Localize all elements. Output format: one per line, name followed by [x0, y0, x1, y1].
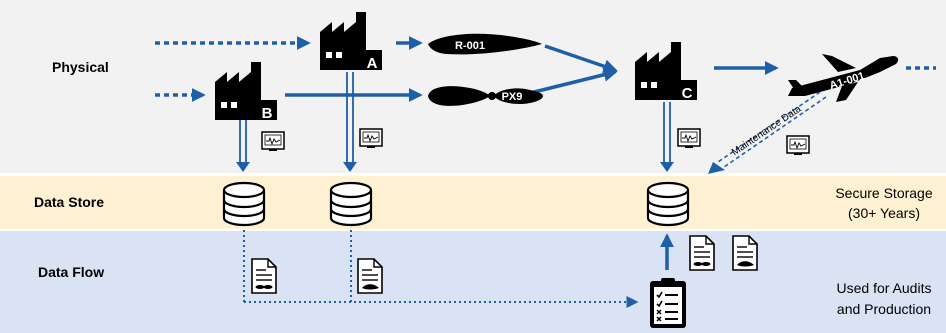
data-flow-lines: [243, 230, 674, 308]
document-propeller-icon: [689, 235, 715, 271]
blade-part-label: R-001: [455, 40, 485, 52]
blade-part-icon: [428, 33, 542, 55]
document-propeller-icon: [251, 258, 277, 294]
physical-label: Physical: [52, 59, 109, 75]
database-c-icon: [646, 181, 690, 227]
data-store-band: [0, 176, 946, 229]
maintenance-data-arrow: [708, 91, 827, 174]
data-capture-arrows: [236, 72, 674, 172]
monitor-icon: [261, 131, 285, 152]
factory-c-label: C: [682, 85, 693, 102]
data-store-label: Data Store: [34, 194, 104, 210]
storage-note-line1: Secure Storage: [835, 185, 932, 201]
database-b-icon: [222, 181, 266, 227]
audit-checklist-icon: [650, 278, 686, 328]
factory-b-label: B: [262, 105, 273, 122]
document-blade-icon: [357, 258, 383, 294]
usage-note-line2: and Production: [837, 301, 931, 317]
monitor-icon: [786, 135, 810, 156]
database-a-icon: [329, 181, 373, 227]
monitor-icon: [359, 128, 383, 149]
data-flow-label: Data Flow: [38, 264, 104, 280]
factory-b-icon: [215, 62, 277, 120]
factory-c-icon: [635, 42, 697, 100]
document-blade-icon: [732, 235, 758, 271]
aircraft-icon: [788, 54, 899, 102]
storage-note-line2: (30+ Years): [848, 205, 920, 221]
factory-a-icon: [320, 12, 382, 70]
data-flow-band: [0, 231, 946, 333]
usage-note-line1: Used for Audits: [837, 280, 932, 296]
propeller-part-icon: [428, 86, 543, 106]
monitor-icon: [677, 128, 701, 149]
propeller-part-label: PX9: [502, 91, 523, 103]
factory-a-label: A: [367, 55, 378, 72]
